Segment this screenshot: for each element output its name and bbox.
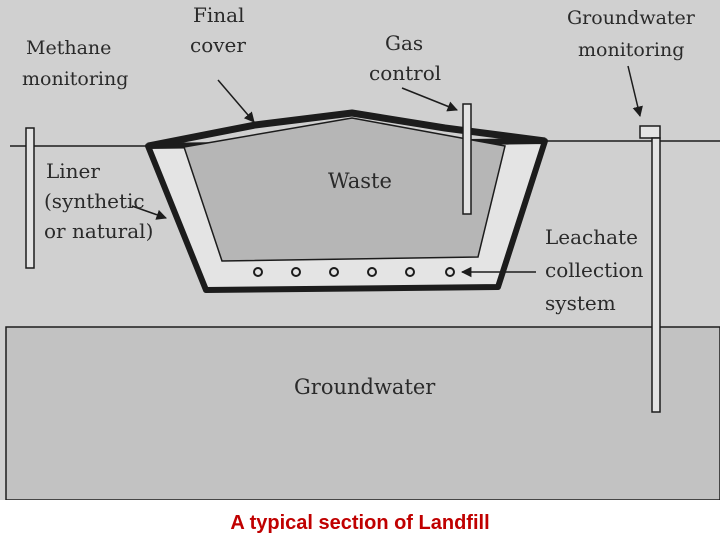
- landfill-diagram: Methane monitoring Final cover Gas contr…: [0, 0, 720, 501]
- leachate-pipe: [253, 267, 263, 277]
- label-leachate-line1: Leachate: [545, 225, 638, 249]
- leachate-pipe: [367, 267, 377, 277]
- groundwater-well-pipe: [651, 137, 661, 413]
- label-leachate-line3: system: [545, 291, 616, 315]
- final-cover: [147, 109, 546, 150]
- final-cover-arrow: [217, 79, 255, 123]
- label-final-cover-line2: cover: [190, 33, 246, 57]
- figure-caption: A typical section of Landfill: [230, 512, 490, 534]
- label-methane-monitoring-line2: monitoring: [22, 68, 128, 90]
- label-gas-control-line1: Gas: [385, 31, 423, 55]
- leachate-pipe: [445, 267, 455, 277]
- leachate-pipe: [405, 267, 415, 277]
- gas-control-vent: [462, 103, 472, 215]
- label-liner-line2: (synthetic: [44, 189, 145, 213]
- label-leachate-line2: collection: [545, 258, 644, 282]
- leachate-pipe: [329, 267, 339, 277]
- diagram-svg: Methane monitoring Final cover Gas contr…: [0, 0, 720, 501]
- label-gas-control-line2: control: [369, 61, 441, 85]
- label-methane-monitoring-line1: Methane: [26, 37, 111, 59]
- waste-body: [183, 117, 506, 262]
- label-final-cover-line1: Final: [193, 3, 244, 27]
- methane-monitoring-probe: [25, 127, 35, 269]
- label-groundwater: Groundwater: [294, 375, 436, 399]
- label-waste: Waste: [328, 169, 392, 193]
- groundwater-well-cap: [639, 125, 661, 139]
- leachate-pipe: [291, 267, 301, 277]
- label-liner-line3: or natural): [44, 219, 153, 243]
- groundwater-zone: [5, 326, 720, 501]
- label-liner-line1: Liner: [46, 159, 100, 183]
- leachate-pipes: [253, 267, 455, 277]
- label-groundwater-monitoring-line1: Groundwater: [567, 7, 696, 29]
- liner-arrow: [131, 205, 167, 220]
- gas-control-arrow: [401, 87, 458, 112]
- label-groundwater-monitoring-line2: monitoring: [578, 39, 684, 61]
- groundwater-monitoring-arrow: [627, 65, 643, 118]
